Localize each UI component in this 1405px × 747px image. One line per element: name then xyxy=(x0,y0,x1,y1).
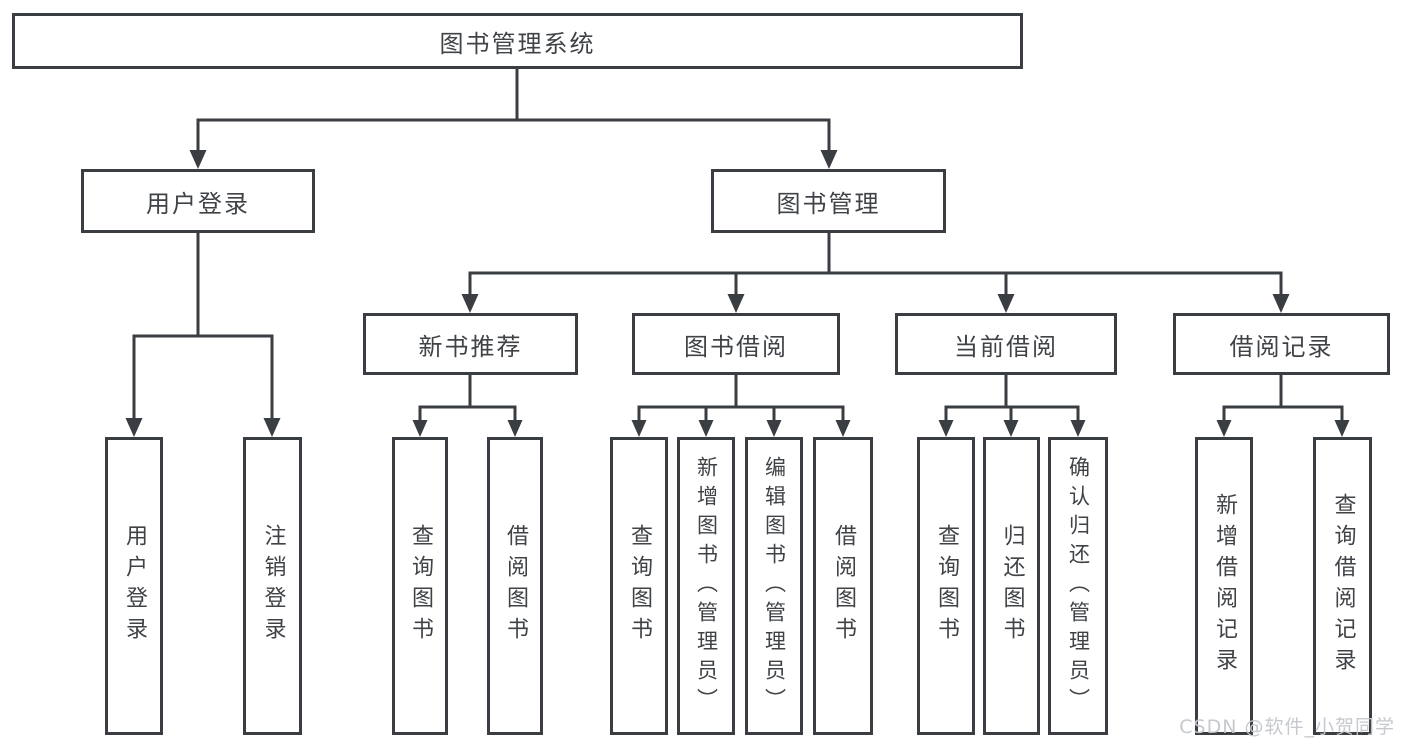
leaf-confirm-return-admin-label: 确认归还（管理员） xyxy=(1066,455,1091,717)
node-root: 图书管理系统 xyxy=(12,13,1023,69)
leaf-query-borrow-record-label: 查询借阅记录 xyxy=(1330,493,1356,679)
leaf-recommend-borrow-books-label: 借阅图书 xyxy=(503,524,528,648)
node-root-label: 图书管理系统 xyxy=(439,29,596,58)
node-book-borrow-label: 图书借阅 xyxy=(684,332,788,361)
leaf-confirm-return-admin: 确认归还（管理员） xyxy=(1048,437,1108,735)
leaf-recommend-query-books: 查询图书 xyxy=(392,437,448,735)
leaf-logout: 注销登录 xyxy=(243,437,302,735)
leaf-recommend-query-books-label: 查询图书 xyxy=(408,524,433,648)
node-new-book-recommend: 新书推荐 xyxy=(363,313,578,375)
leaf-add-borrow-record: 新增借阅记录 xyxy=(1195,437,1253,735)
node-borrow-records: 借阅记录 xyxy=(1173,313,1390,375)
node-current-borrow: 当前借阅 xyxy=(895,313,1117,375)
leaf-recommend-borrow-books: 借阅图书 xyxy=(487,437,543,735)
node-user-login-branch-label: 用户登录 xyxy=(146,189,250,218)
leaf-user-login-label: 用户登录 xyxy=(122,524,147,648)
leaf-borrow-query-books: 查询图书 xyxy=(610,437,668,735)
node-book-borrow: 图书借阅 xyxy=(632,313,840,375)
node-book-management-label: 图书管理 xyxy=(776,189,881,218)
leaf-return-books-label: 归还图书 xyxy=(999,524,1025,648)
node-current-borrow-label: 当前借阅 xyxy=(954,332,1058,361)
leaf-edit-book-admin-label: 编辑图书（管理员） xyxy=(762,455,787,717)
leaf-logout-label: 注销登录 xyxy=(260,524,286,648)
node-borrow-records-label: 借阅记录 xyxy=(1229,332,1334,361)
leaf-query-borrow-record: 查询借阅记录 xyxy=(1313,437,1372,735)
leaf-add-borrow-record-label: 新增借阅记录 xyxy=(1212,493,1237,679)
leaf-current-query-books: 查询图书 xyxy=(917,437,975,735)
csdn-watermark: CSDN @软件_小贺同学 xyxy=(1179,716,1395,738)
leaf-borrow-query-books-label: 查询图书 xyxy=(627,524,652,648)
leaf-add-book-admin-label: 新增图书（管理员） xyxy=(694,455,719,717)
leaf-borrow-books: 借阅图书 xyxy=(813,437,873,735)
leaf-add-book-admin: 新增图书（管理员） xyxy=(677,437,735,735)
leaf-return-books: 归还图书 xyxy=(983,437,1040,735)
leaf-edit-book-admin: 编辑图书（管理员） xyxy=(745,437,803,735)
leaf-borrow-books-label: 借阅图书 xyxy=(831,524,856,648)
leaf-user-login: 用户登录 xyxy=(105,437,163,735)
node-new-book-recommend-label: 新书推荐 xyxy=(418,332,523,361)
node-user-login-branch: 用户登录 xyxy=(81,169,315,233)
leaf-current-query-books-label: 查询图书 xyxy=(934,524,959,648)
node-book-management: 图书管理 xyxy=(711,169,946,233)
